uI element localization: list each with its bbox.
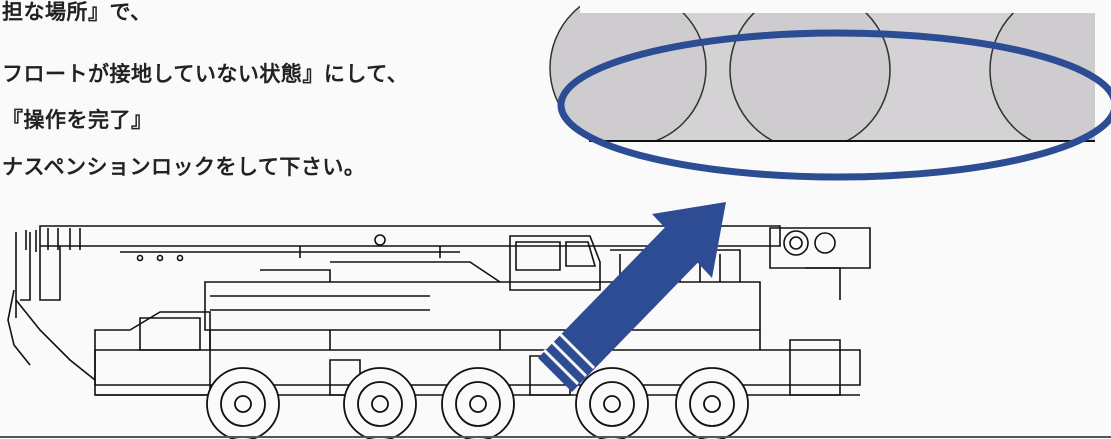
- instruction-line-4: ナスペンションロックをして下さい。: [2, 155, 366, 179]
- highlight-ellipse: [557, 29, 1111, 181]
- tyre-mask-top: [580, 0, 1111, 13]
- arrow-tail-stripes: [542, 332, 596, 386]
- arrow-head: [652, 202, 726, 278]
- wheel-2: [343, 367, 417, 439]
- page-bottom-border: [0, 436, 1111, 438]
- direction-arrow: [538, 202, 726, 392]
- wheel-5: [675, 367, 749, 439]
- crane-body-lines: [7, 225, 871, 396]
- arrow-shaft: [538, 214, 712, 392]
- tyre-mask-right: [1095, 0, 1111, 200]
- wheel-1: [206, 367, 280, 439]
- instruction-line-3: 『操作を完了』: [2, 108, 153, 132]
- wheel-4: [575, 367, 649, 439]
- instruction-line-2: フロートが接地していない状態』にして、: [2, 62, 409, 86]
- tyre-mask-bottom: [580, 142, 1111, 200]
- tyre-detail-illustration: [549, 0, 1111, 200]
- wheel-3: [441, 367, 515, 439]
- instruction-line-1: 担な場所』で、: [2, 0, 152, 24]
- instruction-text-block: 担な場所』で、 フロートが接地していない状態』にして、 『操作を完了』 ナスペン…: [0, 0, 560, 200]
- crane-wheels: [206, 367, 749, 439]
